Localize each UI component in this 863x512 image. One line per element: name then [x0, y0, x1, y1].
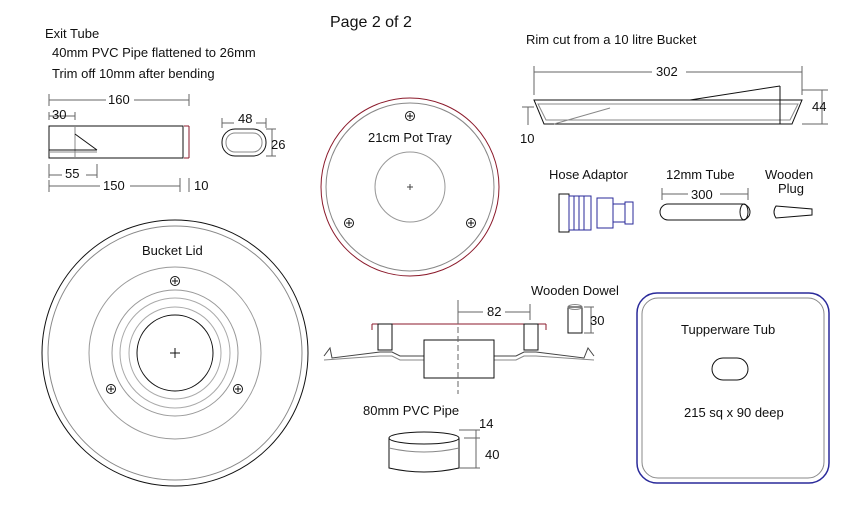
exit-tube-dim-55: 55 [65, 166, 79, 181]
bucket-lid-hole-right [233, 384, 243, 394]
exit-tube-end-outer [221, 128, 267, 157]
wooden-plug-group: Wooden Plug [765, 167, 813, 219]
assembly-dim-82: 82 [487, 304, 501, 319]
tube-12mm-label: 12mm Tube [666, 167, 735, 182]
tupperware-size: 215 sq x 90 deep [684, 405, 784, 420]
wooden-dowel-label: Wooden Dowel [531, 283, 619, 298]
bucket-lid-group: Bucket Lid [41, 219, 309, 487]
tube-12mm-group: 12mm Tube 300 [659, 167, 751, 221]
bucket-lid-label: Bucket Lid [142, 243, 203, 258]
wooden-plug-line1: Wooden [765, 167, 813, 182]
pvc-80-dim-40: 40 [485, 447, 499, 462]
exit-tube-dim-26: 26 [271, 137, 285, 152]
exit-tube-line1: 40mm PVC Pipe flattened to 26mm [52, 45, 256, 60]
page-title: Page 2 of 2 [330, 14, 412, 31]
rim-dim-302: 302 [656, 64, 678, 79]
pot-tray-hole-left [344, 218, 354, 228]
tupperware-label: Tupperware Tub [681, 322, 775, 337]
pot-tray-group: 21cm Pot Tray [320, 97, 500, 277]
exit-tube-line2: Trim off 10mm after bending [52, 66, 215, 81]
assembly-group: 82 [323, 300, 595, 394]
rim-title: Rim cut from a 10 litre Bucket [526, 32, 697, 47]
pot-tray-base [374, 151, 446, 223]
bucket-lid-hole-left [106, 384, 116, 394]
wooden-dowel-dim-30: 30 [590, 313, 604, 328]
pot-tray-outer [320, 97, 500, 277]
exit-tube-group: Exit Tube 40mm PVC Pipe flattened to 26m… [45, 26, 285, 193]
wooden-plug-shape [773, 205, 813, 219]
bucket-lid-center-hole [136, 314, 214, 392]
hose-adaptor-label: Hose Adaptor [549, 167, 628, 182]
wooden-dowel-shape [567, 306, 583, 334]
pot-tray-hole-top [405, 111, 415, 121]
rim-profile [533, 99, 803, 125]
tupperware-outer [636, 292, 830, 484]
pvc-80-body [388, 438, 460, 473]
pot-tray-label: 21cm Pot Tray [368, 130, 452, 145]
pot-tray-rim [325, 102, 495, 272]
assembly-pipe [423, 339, 495, 379]
tube-12mm-dim-300: 300 [691, 187, 713, 202]
tupperware-group: Tupperware Tub 215 sq x 90 deep [636, 292, 830, 484]
exit-tube-dim-48: 48 [238, 111, 252, 126]
exit-tube-dim-30: 30 [52, 107, 66, 122]
rim-dim-10: 10 [520, 131, 534, 146]
bucket-lid-hole-top [170, 276, 180, 286]
hose-adaptor-group: Hose Adaptor [549, 167, 634, 233]
rim-dim-44: 44 [812, 99, 826, 114]
exit-tube-end-inner [225, 132, 263, 153]
tupperware-hole [711, 357, 749, 381]
bucket-lid-outer [41, 219, 309, 487]
exit-tube-dim-160: 160 [108, 92, 130, 107]
pvc-80-dim-14: 14 [479, 416, 493, 431]
wooden-dowel-group: Wooden Dowel 30 [531, 283, 619, 334]
exit-tube-title: Exit Tube [45, 26, 99, 41]
exit-tube-dim-150: 150 [103, 178, 125, 193]
pot-tray-hole-right [466, 218, 476, 228]
pvc-80-label: 80mm PVC Pipe [363, 403, 459, 418]
wooden-plug-line2: Plug [778, 181, 804, 196]
rim-group: Rim cut from a 10 litre Bucket 302 10 44 [520, 32, 828, 146]
tube-12mm-body [659, 203, 751, 221]
pvc-80-group: 80mm PVC Pipe 14 40 [363, 403, 499, 473]
exit-tube-body [48, 125, 184, 159]
exit-tube-dim-10: 10 [194, 178, 208, 193]
